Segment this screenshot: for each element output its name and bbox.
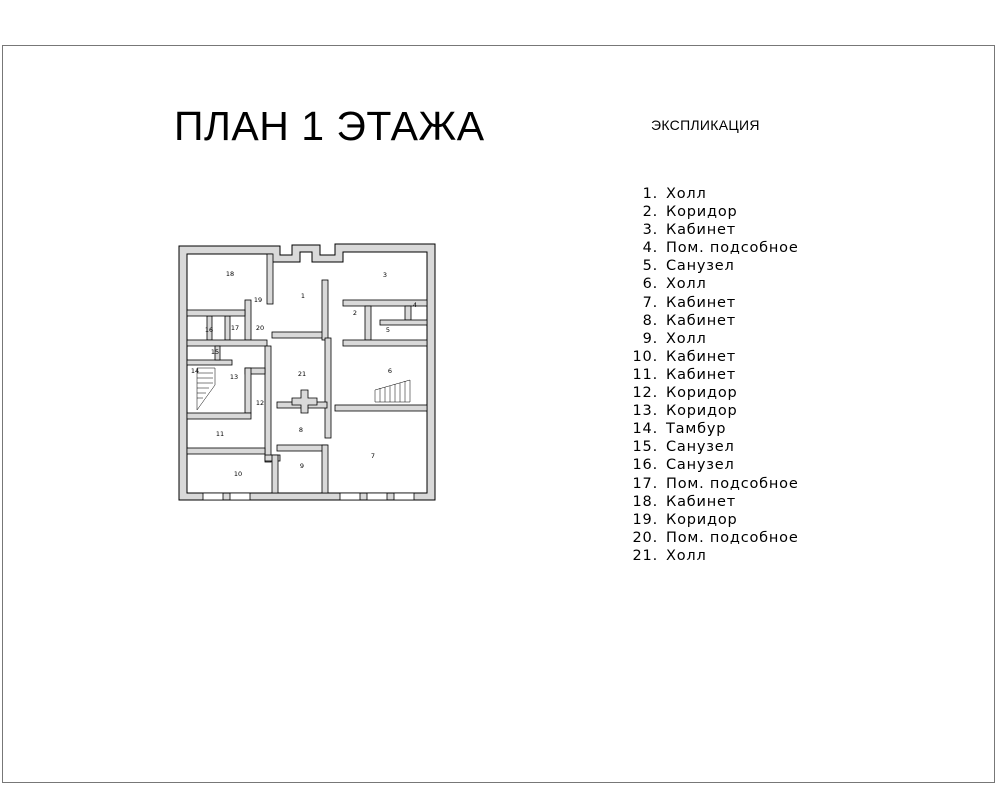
legend-item-number: 17. — [632, 475, 658, 492]
room-label: 10 — [234, 470, 242, 478]
room-label: 8 — [299, 426, 303, 434]
legend-item: 5. Санузел — [620, 257, 799, 275]
legend-item-name: Холл — [666, 330, 707, 347]
legend-item-number: 19. — [632, 511, 658, 528]
legend-item-number: 8. — [642, 312, 658, 329]
legend-item-number: 2. — [642, 204, 658, 221]
legend-item: 3. Кабинет — [620, 221, 799, 239]
legend-item-name: Кабинет — [666, 366, 736, 383]
room-label: 13 — [230, 373, 238, 381]
legend-item: 7. Кабинет — [620, 294, 799, 312]
legend-item-number: 3. — [642, 222, 658, 239]
legend-item: 10. Кабинет — [620, 348, 799, 366]
room-label: 7 — [371, 452, 375, 460]
legend-item-number: 1. — [642, 186, 658, 202]
legend-item-number: 18. — [632, 493, 658, 510]
floor-plan: 1 2 3 4 5 6 7 8 9 10 11 12 13 14 15 16 1… — [178, 243, 436, 501]
room-label: 9 — [300, 462, 304, 470]
legend-item: 18. Кабинет — [620, 493, 799, 511]
room-label: 14 — [191, 367, 199, 375]
legend-item: 1. Холл — [620, 185, 799, 203]
legend-list: 1. Холл 2. Коридор 3. Кабинет 4. Пом. подсоб… — [620, 185, 799, 565]
interior-walls — [186, 253, 428, 494]
legend-item-name: Холл — [666, 547, 707, 564]
room-label: 21 — [298, 370, 306, 378]
legend-item-number: 5. — [642, 258, 658, 275]
legend-item-name: Санузел — [666, 457, 735, 474]
room-label: 4 — [413, 301, 417, 309]
legend-item-name: Кабинет — [666, 312, 736, 329]
legend-item-name: Коридор — [666, 511, 738, 528]
legend-item-name: Пом. подсобное — [666, 475, 799, 492]
legend-item: 4. Пом. подсобное — [620, 239, 799, 257]
outer-wall — [178, 243, 436, 501]
room-label: 15 — [211, 348, 219, 356]
legend-item-number: 9. — [642, 330, 658, 347]
legend-item: 13. Коридор — [620, 402, 799, 420]
room-label: 19 — [254, 296, 262, 304]
legend-item-number: 11. — [632, 366, 658, 383]
room-labels: 1 2 3 4 5 6 7 8 9 10 11 12 13 14 15 16 1… — [191, 270, 417, 478]
plan-title: ПЛАН 1 ЭТАЖА — [174, 103, 485, 149]
legend-item: 20. Пом. подсобное — [620, 529, 799, 547]
room-label: 11 — [216, 430, 224, 438]
legend-item: 15. Санузел — [620, 438, 799, 456]
legend-item-name: Коридор — [666, 385, 738, 402]
room-label: 2 — [353, 309, 357, 317]
room-label: 16 — [205, 326, 213, 334]
legend-item: 17. Пом. подсобное — [620, 475, 799, 493]
legend-item-name: Санузел — [666, 439, 735, 456]
legend-item-number: 15. — [632, 439, 658, 456]
legend-item-number: 7. — [642, 294, 658, 311]
legend-item: 12. Коридор — [620, 384, 799, 402]
legend-item-number: 4. — [642, 240, 658, 257]
legend-item: 6. Холл — [620, 275, 799, 293]
legend-title: ЭКСПЛИКАЦИЯ — [651, 117, 760, 133]
legend-item: 11. Кабинет — [620, 366, 799, 384]
legend-item: 21. Холл — [620, 547, 799, 565]
room-label: 3 — [383, 271, 387, 279]
room-label: 17 — [231, 324, 239, 332]
cross-pillar — [291, 389, 318, 414]
legend-item-number: 13. — [632, 403, 658, 420]
legend-item-name: Пом. подсобное — [666, 529, 799, 546]
room-label: 6 — [388, 367, 392, 375]
legend-item: 9. Холл — [620, 330, 799, 348]
room-label: 5 — [386, 326, 390, 334]
legend-item-number: 10. — [632, 348, 658, 365]
legend-item-name: Кабинет — [666, 348, 736, 365]
legend-item-number: 16. — [632, 457, 658, 474]
legend-item: 8. Кабинет — [620, 312, 799, 330]
room-label: 1 — [301, 292, 305, 300]
legend-item-name: Кабинет — [666, 294, 736, 311]
legend-item-name: Санузел — [666, 258, 735, 275]
room-label: 18 — [226, 270, 234, 278]
legend-item-number: 20. — [632, 529, 658, 546]
legend-item: 2. Коридор — [620, 203, 799, 221]
legend-item: 19. Коридор — [620, 511, 799, 529]
legend-item-number: 12. — [632, 385, 658, 402]
room-label: 20 — [256, 324, 264, 332]
drawing-frame — [2, 45, 995, 783]
legend-item-name: Холл — [666, 186, 707, 202]
legend-item-name: Коридор — [666, 403, 738, 420]
stairs — [196, 367, 411, 411]
legend-item-name: Кабинет — [666, 493, 736, 510]
legend-item-number: 21. — [632, 547, 658, 564]
legend-item-number: 14. — [632, 421, 658, 438]
legend-item-number: 6. — [642, 276, 658, 293]
legend-item-name: Пом. подсобное — [666, 240, 799, 257]
legend-item-name: Холл — [666, 276, 707, 293]
legend-item: 14. Тамбур — [620, 420, 799, 438]
legend-item: 16. Санузел — [620, 456, 799, 474]
windows — [202, 492, 415, 501]
legend-item-name: Кабинет — [666, 222, 736, 239]
legend-item-name: Тамбур — [666, 421, 727, 438]
room-label: 12 — [256, 399, 264, 407]
legend-item-name: Коридор — [666, 204, 738, 221]
